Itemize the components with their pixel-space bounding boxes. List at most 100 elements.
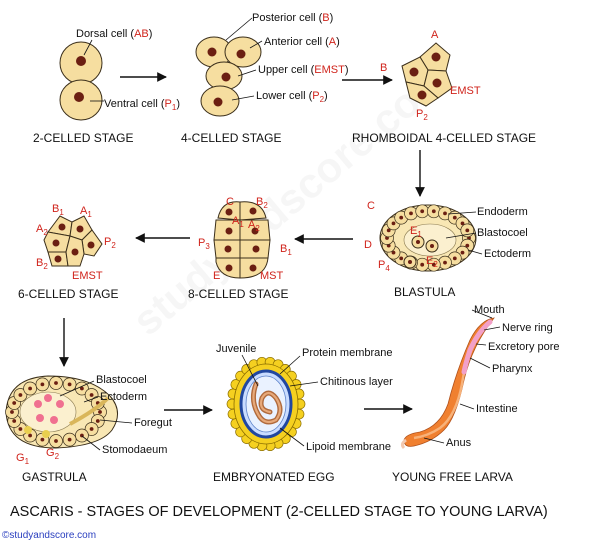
label-emst: EMST (450, 85, 481, 97)
four-celled-stage: Posterior cell (B) Anterior cell (A) Upp… (181, 12, 348, 145)
six-celled-stage: B1 A1 A2 P2 B2 EMST 6-CELLED STAGE (18, 203, 118, 301)
nucleus (399, 215, 404, 220)
nucleus (249, 207, 257, 215)
blastocoel-label: Blastocoel (96, 374, 147, 386)
label-a1: A1 (232, 215, 244, 229)
blastula: Endoderm Blastocoel Ectoderm C D E1 E2 P… (364, 200, 531, 299)
nucleus (225, 227, 233, 235)
nucleus (432, 78, 442, 88)
nucleus (409, 67, 419, 77)
intestine-label: Intestine (476, 403, 518, 415)
credit-link[interactable]: ©studyandscore.com (2, 530, 96, 541)
nucleus (89, 427, 94, 431)
nucleus (221, 72, 231, 82)
stomodaeum-label: Stomodaeum (102, 444, 167, 456)
nucleus (225, 264, 233, 272)
nucleus (52, 239, 60, 247)
stage-title-gastrula: GASTRULA (22, 470, 87, 484)
dorsal-cell-label: Dorsal cell (AB) (76, 28, 152, 40)
nucleus (420, 209, 425, 214)
nucleus (76, 56, 86, 66)
diagram-title: ASCARIS - STAGES OF DEVELOPMENT (2-CELLE… (10, 504, 548, 520)
nucleus (408, 260, 412, 264)
nucleus (74, 92, 84, 102)
label-d: D (364, 239, 372, 251)
juvenile-highlight (252, 382, 282, 424)
stage-title-rhomboidal: RHOMBOIDAL 4-CELLED STAGE (352, 131, 536, 145)
nerve-ring-label: Nerve ring (502, 322, 553, 334)
label-p2: P2 (416, 108, 428, 122)
nucleus (236, 49, 246, 59)
gastrula: Blastocoel Ectoderm Foregut Stomodaeum G… (5, 374, 172, 484)
nucleus (80, 386, 84, 391)
nucleus (98, 410, 102, 414)
label-a2: A2 (248, 219, 260, 233)
stage-title-6-celled: 6-CELLED STAGE (18, 287, 118, 301)
anus-tip (400, 438, 407, 450)
eight-celled-stage: C B2 A1 A2 P3 B1 E MST 8-CELLED STAGE (188, 196, 292, 301)
nucleus (431, 209, 436, 214)
stage-title-4-celled: 4-CELLED STAGE (181, 131, 281, 145)
nucleus (420, 262, 425, 267)
nucleus (12, 401, 17, 405)
germ-cell (24, 426, 32, 434)
endoderm-cell (34, 400, 42, 408)
label-c: C (226, 196, 234, 208)
nucleus (417, 90, 427, 100)
nucleus (452, 215, 457, 220)
label-e2: E2 (426, 255, 438, 269)
nucleus (386, 228, 391, 233)
ventral-cell-label: Ventral cell (P1) (104, 98, 180, 112)
nucleus (89, 393, 94, 397)
label-b2: B2 (36, 257, 48, 271)
rhomboidal-4-celled-stage: A B EMST P2 RHOMBOIDAL 4-CELLED STAGE (352, 29, 536, 145)
nucleus (40, 437, 45, 442)
label-a2: A2 (36, 223, 48, 237)
nucleus (58, 223, 66, 231)
nucleus (465, 243, 470, 248)
protein-membrane-label: Protein membrane (302, 347, 393, 359)
nucleus (18, 427, 23, 431)
embryonated-egg: Juvenile Protein membrane Chitinous laye… (213, 343, 393, 484)
nucleus (391, 250, 396, 255)
endoderm-cell (44, 394, 52, 402)
stage-title-2-celled: 2-CELLED STAGE (33, 131, 133, 145)
posterior-cell-label: Posterior cell (B) (252, 12, 333, 24)
label-g2: G2 (46, 447, 60, 461)
foregut-label: Foregut (134, 417, 172, 429)
nucleus (465, 228, 470, 233)
mouth-label: Mouth (474, 304, 505, 316)
nucleus (225, 208, 233, 216)
endoderm-cell (50, 416, 58, 424)
label-g1: G1 (16, 452, 30, 466)
endoderm-cells (24, 394, 64, 438)
nucleus (443, 260, 447, 265)
nucleus (28, 433, 32, 438)
nucleus (399, 256, 404, 261)
endoderm-label: Endoderm (477, 206, 528, 218)
juvenile-label: Juvenile (216, 343, 256, 355)
two-celled-stage: Dorsal cell (AB) Ventral cell (P1) 2-CEL… (33, 28, 180, 145)
label-b1: B1 (280, 243, 292, 257)
label-b: B (380, 62, 387, 74)
pharynx (461, 319, 493, 375)
label-b1: B1 (52, 203, 64, 217)
nucleus (460, 221, 465, 226)
nucleus (224, 245, 232, 253)
nucleus (10, 410, 14, 414)
ectoderm-label: Ectoderm (100, 391, 147, 403)
young-free-larva: Mouth Nerve ring Excretory pore Pharynx … (392, 304, 560, 484)
stage-title-8-celled: 8-CELLED STAGE (188, 287, 288, 301)
upper-cell-label: Upper cell (EMST) (258, 64, 348, 76)
label-a1: A1 (80, 205, 92, 219)
lower-cell-label: Lower cell (P2) (256, 90, 328, 104)
nucleus (54, 255, 62, 263)
nucleus (213, 97, 223, 107)
nucleus (431, 52, 441, 62)
ectoderm-label: Ectoderm (484, 248, 531, 260)
nucleus (391, 221, 396, 226)
nucleus (207, 47, 217, 57)
stage-title-larva: YOUNG FREE LARVA (392, 470, 513, 484)
label-p2: P2 (104, 236, 116, 250)
